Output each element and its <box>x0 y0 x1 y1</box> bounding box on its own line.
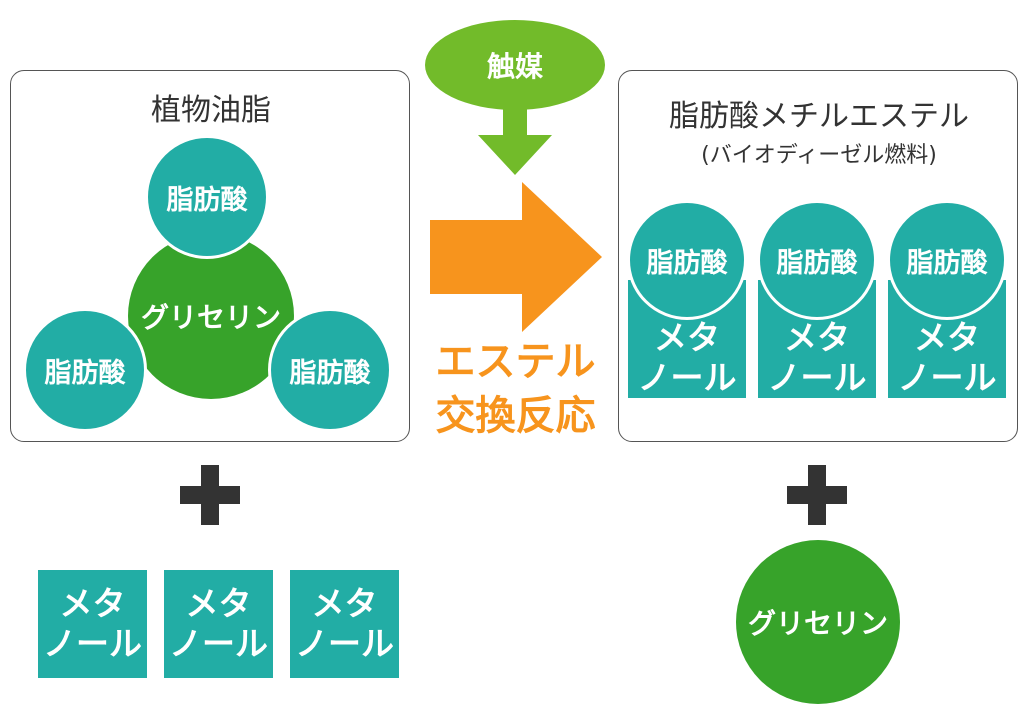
plant-oil-title: 植物油脂 <box>151 93 271 128</box>
fame-unit-2-fatty-acid: 脂肪酸 <box>757 200 877 320</box>
methanol-tile-2-label: メタ ノール <box>169 584 268 663</box>
catalyst-ellipse: 触媒 <box>425 20 605 110</box>
fatty-acid-right: 脂肪酸 <box>268 308 392 432</box>
fatty-acid-left: 脂肪酸 <box>23 308 147 432</box>
fame-unit-1-fatty-acid-label: 脂肪酸 <box>646 247 728 279</box>
down-arrow-icon <box>478 105 552 175</box>
methanol-tile-1: メタ ノール <box>38 570 147 678</box>
methanol-tile-2: メタ ノール <box>164 570 273 678</box>
glycerin-product-label: グリセリン <box>747 607 888 640</box>
reaction-label-line1: エステル <box>435 339 596 385</box>
fame-unit-3-fatty-acid: 脂肪酸 <box>887 200 1007 320</box>
glycerin-product: グリセリン <box>736 540 900 704</box>
fatty-acid-right-label: 脂肪酸 <box>289 357 371 389</box>
methanol-tile-3-label: メタ ノール <box>295 584 394 663</box>
reaction-label: エステル 交換反応 <box>413 335 618 443</box>
fame-unit-1-fatty-acid: 脂肪酸 <box>627 200 747 320</box>
fame-unit-2-fatty-acid-label: 脂肪酸 <box>776 247 858 279</box>
right-arrow-icon <box>430 182 602 332</box>
methanol-tile-1-label: メタ ノール <box>43 584 142 663</box>
glycerin-core: グリセリン <box>128 233 294 399</box>
fatty-acid-top-label: 脂肪酸 <box>166 184 248 216</box>
fame-unit-3-fatty-acid-label: 脂肪酸 <box>906 247 988 279</box>
fame-unit-3-methanol-label: メタ ノール <box>897 318 997 397</box>
fame-subtitle: (バイオディーゼル燃料) <box>701 143 937 168</box>
reaction-label-line2: 交換反応 <box>435 393 596 439</box>
fatty-acid-top: 脂肪酸 <box>145 135 269 259</box>
glycerin-core-label: グリセリン <box>140 301 281 334</box>
plus-icon <box>787 465 847 525</box>
fame-title: 脂肪酸メチルエステル <box>669 99 969 134</box>
fame-unit-1-methanol-label: メタ ノール <box>637 318 737 397</box>
catalyst-label: 触媒 <box>486 50 543 83</box>
plus-icon <box>180 465 240 525</box>
fame-unit-2-methanol-label: メタ ノール <box>767 318 867 397</box>
fatty-acid-left-label: 脂肪酸 <box>44 357 126 389</box>
methanol-tile-3: メタ ノール <box>290 570 399 678</box>
